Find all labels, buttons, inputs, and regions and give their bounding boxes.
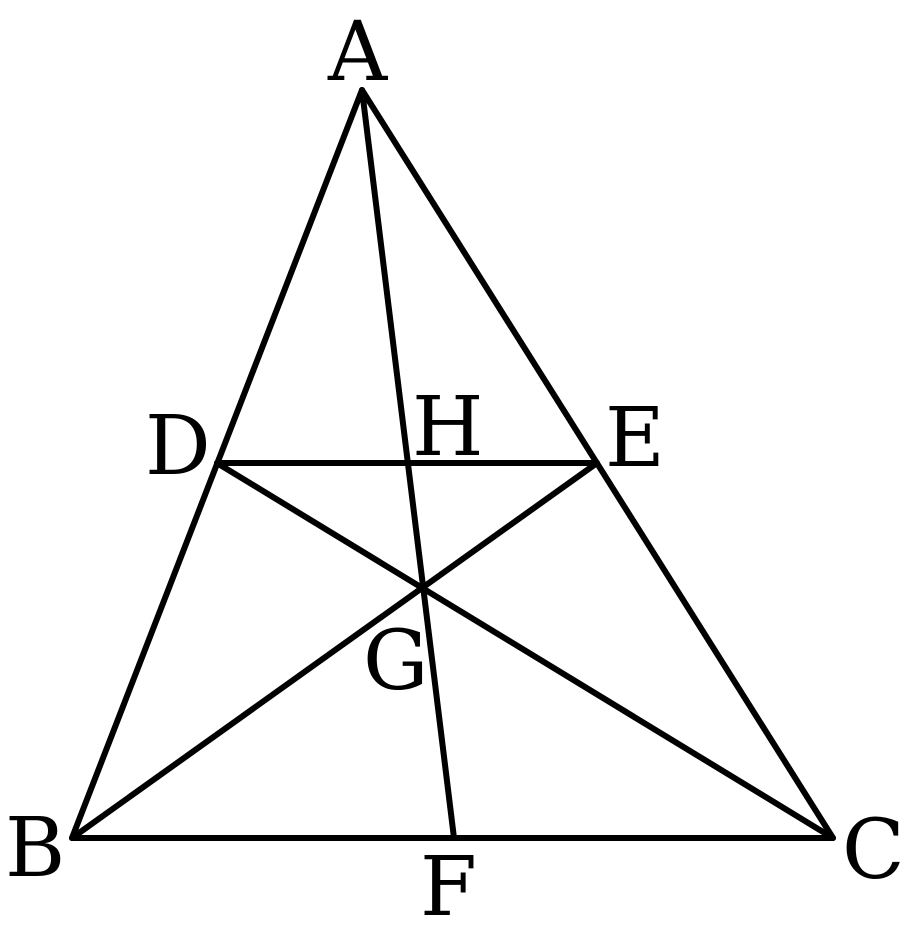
label-f: F: [420, 840, 477, 935]
label-c: C: [842, 803, 905, 898]
label-b: B: [5, 801, 65, 896]
segment-be: [69, 460, 600, 841]
segment-cd: [214, 460, 836, 841]
label-d: D: [145, 399, 211, 494]
segment-af: [359, 87, 457, 841]
label-a: A: [327, 5, 389, 100]
label-h: H: [412, 380, 484, 475]
label-e: E: [605, 391, 665, 486]
label-g: G: [363, 614, 429, 709]
